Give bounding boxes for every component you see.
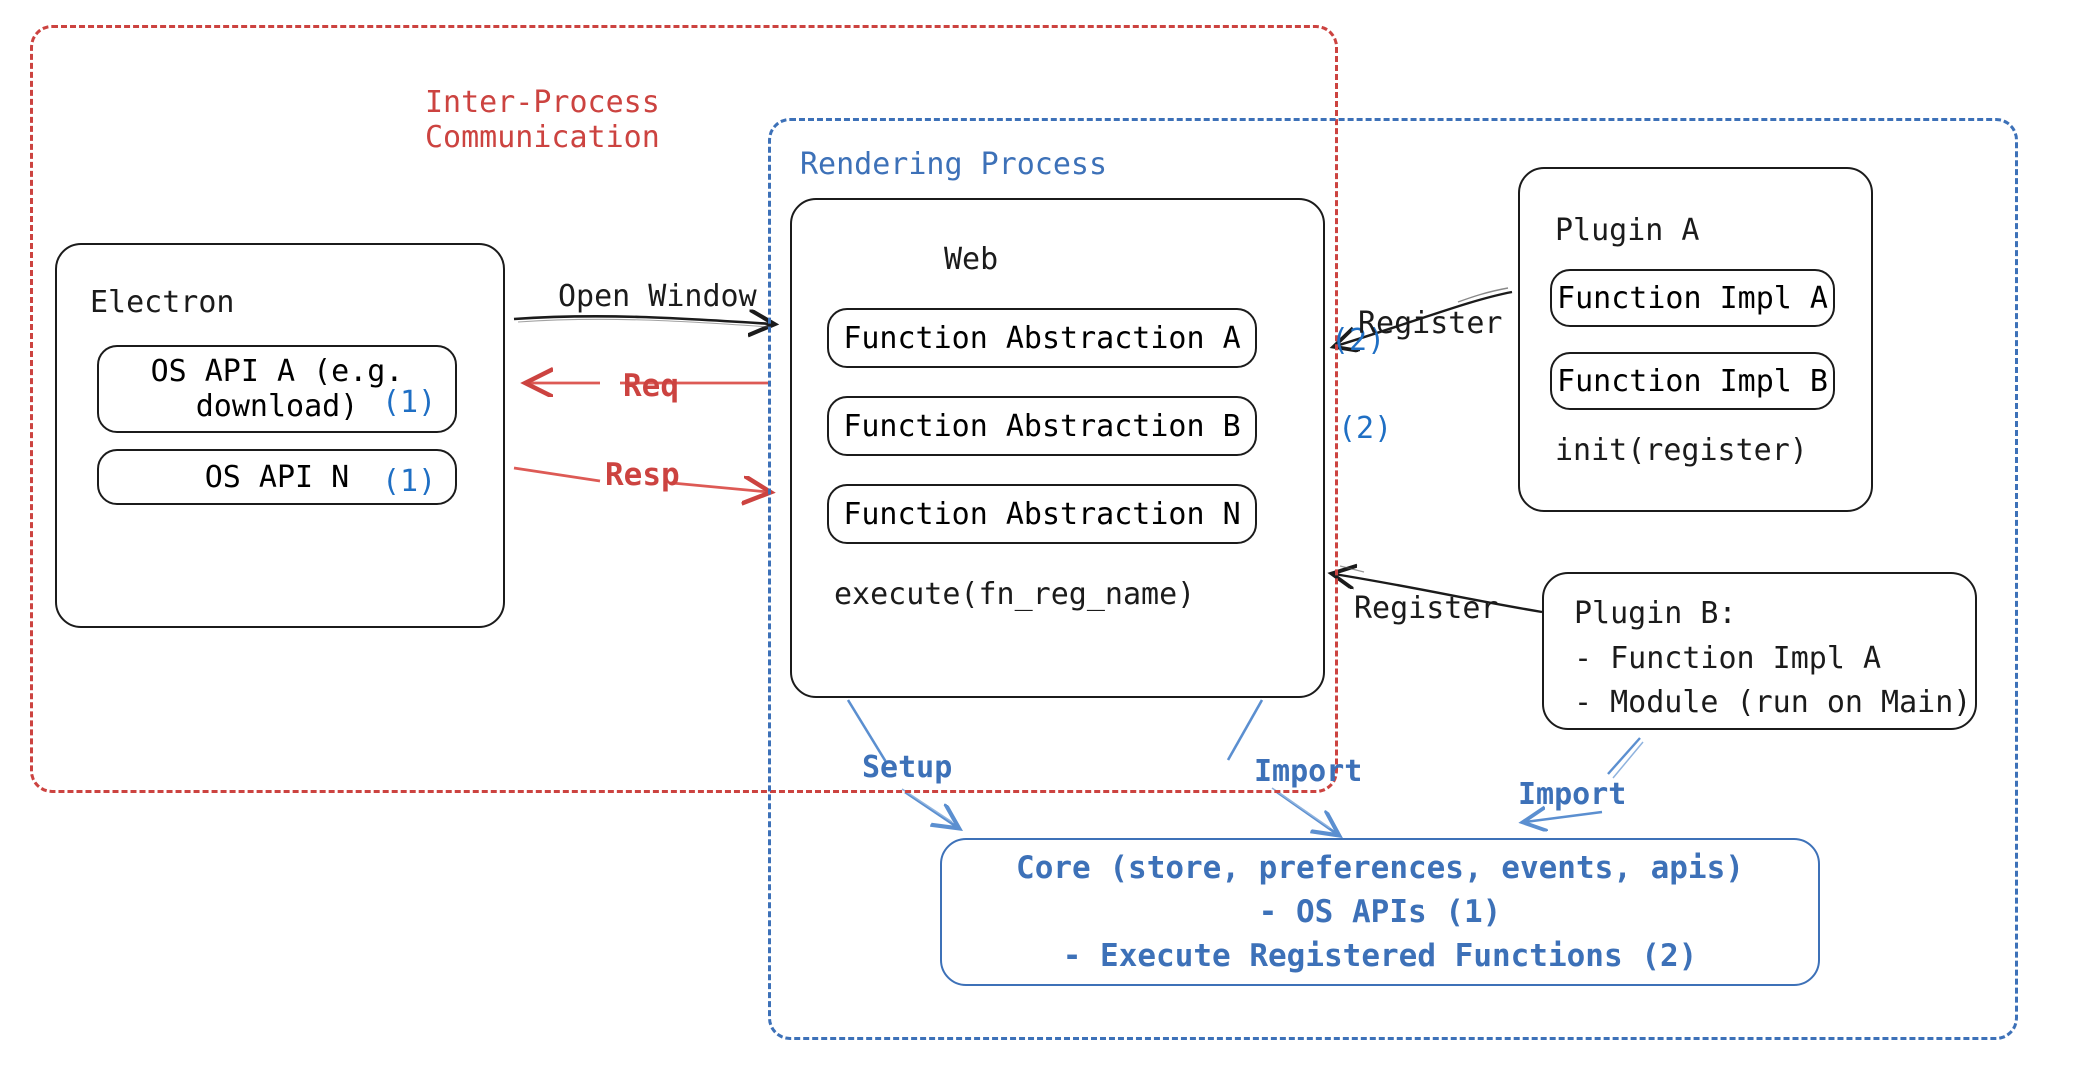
label-import-web: Import (1254, 754, 1363, 789)
core-box[interactable]: Core (store, preferences, events, apis) … (940, 838, 1820, 986)
os-api-a-label: OS API A (e.g. download) (150, 354, 404, 424)
os-api-n-label: OS API N (204, 459, 350, 495)
os-api-n-marker: (1) (382, 464, 437, 499)
group-ipc-label-line2: Communication (425, 120, 660, 155)
core-line-execute-registered: - Execute Registered Functions (2) (1062, 938, 1698, 974)
label-resp: Resp (605, 457, 680, 493)
label-register-bottom: Register (1354, 591, 1499, 626)
function-impl-b-item[interactable]: Function Impl B (1550, 352, 1835, 410)
core-line-os-apis: - OS APIs (1) (1258, 893, 1502, 930)
function-impl-a-item[interactable]: Function Impl A (1550, 269, 1835, 327)
os-api-n-item[interactable]: OS API N (97, 449, 457, 505)
label-setup: Setup (862, 750, 953, 785)
group-ipc-label-line1: Inter-Process (425, 85, 660, 120)
group-rendering-process-label: Rendering Process (800, 147, 1108, 182)
function-abstraction-b-label: Function Abstraction B (843, 408, 1241, 444)
os-api-a-marker: (1) (382, 385, 437, 420)
plugin-b-box[interactable]: Plugin B: - Function Impl A - Module (ru… (1542, 572, 1977, 730)
electron-title: Electron (90, 285, 235, 320)
label-import-plugin: Import (1518, 777, 1627, 812)
function-abstraction-b-marker: (2) (1338, 411, 1393, 446)
function-abstraction-a-marker: (2) (1331, 323, 1386, 358)
plugin-b-title: Plugin B: (1574, 596, 1737, 631)
group-rendering-process (768, 118, 2018, 1040)
plugin-a-box[interactable]: Plugin A Function Impl A Function Impl B… (1518, 167, 1873, 512)
function-abstraction-n-item[interactable]: Function Abstraction N (827, 484, 1257, 544)
electron-box[interactable]: Electron OS API A (e.g. download) (1) OS… (55, 243, 505, 628)
function-abstraction-b-item[interactable]: Function Abstraction B (827, 396, 1257, 456)
group-inter-process-communication (30, 25, 1338, 793)
function-impl-a-label: Function Impl A (1557, 280, 1828, 316)
web-execute-footer: execute(fn_reg_name) (834, 577, 1196, 612)
plugin-b-line-function-impl-a: - Function Impl A (1574, 641, 1882, 676)
os-api-a-item[interactable]: OS API A (e.g. download) (97, 345, 457, 433)
web-title: Web (944, 242, 999, 277)
function-abstraction-n-label: Function Abstraction N (843, 496, 1241, 532)
web-box[interactable]: Web Function Abstraction A Function Abst… (790, 198, 1325, 698)
label-open-window: Open Window (558, 279, 757, 314)
function-abstraction-a-label: Function Abstraction A (843, 320, 1241, 356)
function-abstraction-a-item[interactable]: Function Abstraction A (827, 308, 1257, 368)
label-register-top: Register (1358, 306, 1503, 341)
label-req: Req (623, 368, 679, 404)
function-impl-b-label: Function Impl B (1557, 363, 1828, 399)
plugin-b-line-module: - Module (run on Main) (1574, 685, 1972, 720)
core-line-main: Core (store, preferences, events, apis) (1016, 849, 1744, 886)
plugin-a-title: Plugin A (1555, 213, 1700, 248)
plugin-a-init-footer: init(register) (1555, 433, 1808, 468)
